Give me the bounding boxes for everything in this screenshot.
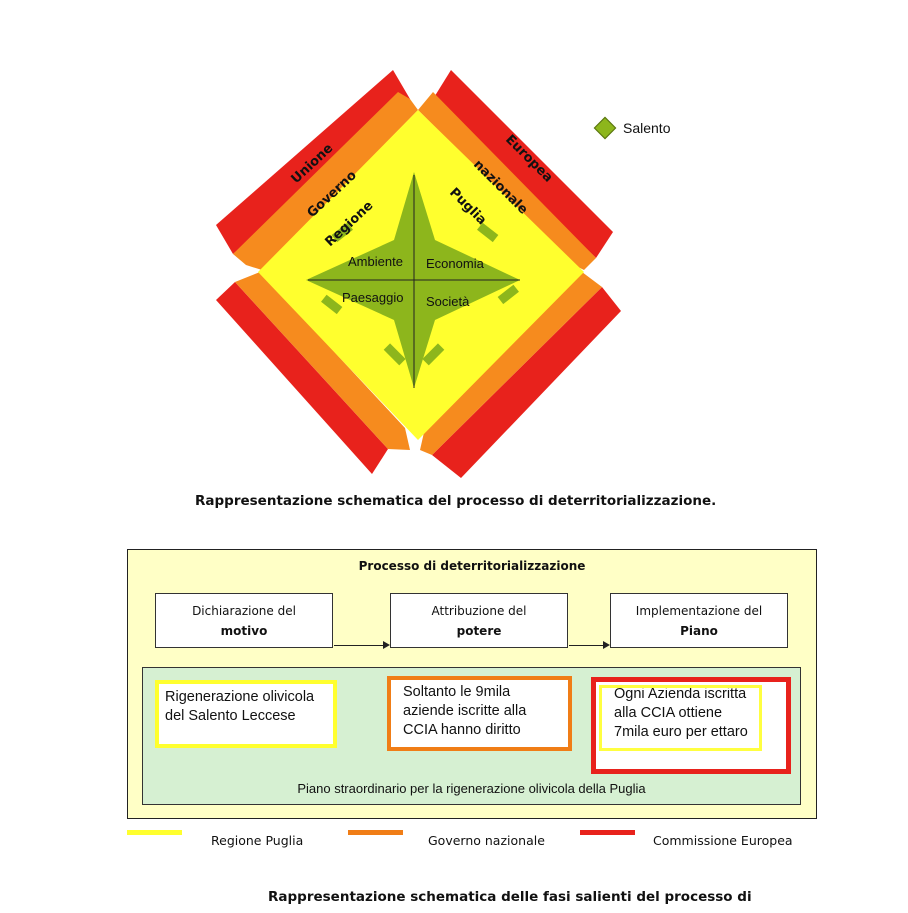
europe-band-sw [216,282,388,474]
salento-diamond-icon [593,116,617,140]
europe-band-nw [216,70,410,254]
salento-accents [321,222,519,366]
deterritorialization-diamond: Ambiente Economia Paesaggio Società Unio… [216,70,621,478]
nation-band-sw [235,272,410,450]
box-rigenerazione: Rigenerazione olivicola del Salento Lecc… [155,680,337,748]
piano-label: Piano straordinario per la rigenerazione… [297,781,646,796]
box-soltanto: Soltanto le 9mila aziende iscritte alla … [387,676,572,751]
nation-band-ne [418,92,596,270]
step-attribuzione: Attribuzione del potere [390,593,568,648]
box-2-line3: CCIA hanno diritto [403,722,521,738]
legend-line-regione [127,830,182,835]
legend-label-commissione: Commissione Europea [653,833,793,848]
step-2-line1: Attribuzione del [431,604,527,618]
step-dichiarazione: Dichiarazione del motivo [155,593,333,648]
box-1-line1: Rigenerazione olivicola [165,689,315,705]
box-1-line2: del Salento Leccese [165,708,296,724]
europe-layer [216,70,621,478]
europe-band-se [432,287,621,478]
step-3-line2: Piano [680,624,718,638]
quadrant-societa: Società [426,294,470,309]
arrow-2 [569,641,610,649]
process-title: Processo di deterritorializzazione [358,559,586,573]
box-ogni-azienda: Ogni Azienda iscritta alla CCIA ottiene … [591,677,791,774]
salento-legend-label: Salento [623,120,671,136]
box-3-line2: alla CCIA ottiene [614,705,723,721]
step-3-line1: Implementazione del [635,604,763,618]
caption-bottom: Rappresentazione schematica delle fasi s… [268,889,752,905]
nation-band-se [420,272,602,455]
legend-line-commissione [580,830,635,835]
step-1-line2: motivo [220,624,268,638]
piano-area: Rigenerazione olivicola del Salento Lecc… [142,667,801,805]
quadrant-ambiente: Ambiente [348,254,403,269]
arrow-1 [334,641,390,649]
box-2-line1: Soltanto le 9mila [403,684,511,700]
step-2-line2: potere [456,624,502,638]
nation-band-nw [233,92,418,270]
box-2-line2: aziende iscritte alla [403,703,527,719]
quadrant-paesaggio: Paesaggio [342,290,403,305]
legend-line-governo [348,830,403,835]
quadrant-economia: Economia [426,256,485,271]
europe-band-ne [433,70,613,258]
step-1-line1: Dichiarazione del [192,604,296,618]
caption-top: Rappresentazione schematica del processo… [195,493,717,509]
step-implementazione: Implementazione del Piano [610,593,788,648]
salento-legend: Salento [593,116,671,140]
legend-label-governo: Governo nazionale [428,833,545,848]
process-panel: Processo di deterritorializzazione Dichi… [127,549,817,819]
box-3-line1: Ogni Azienda iscritta [614,686,747,702]
legend-label-regione: Regione Puglia [211,833,304,848]
box-3-line3: 7mila euro per ettaro [614,724,748,740]
nation-layer [233,92,602,455]
